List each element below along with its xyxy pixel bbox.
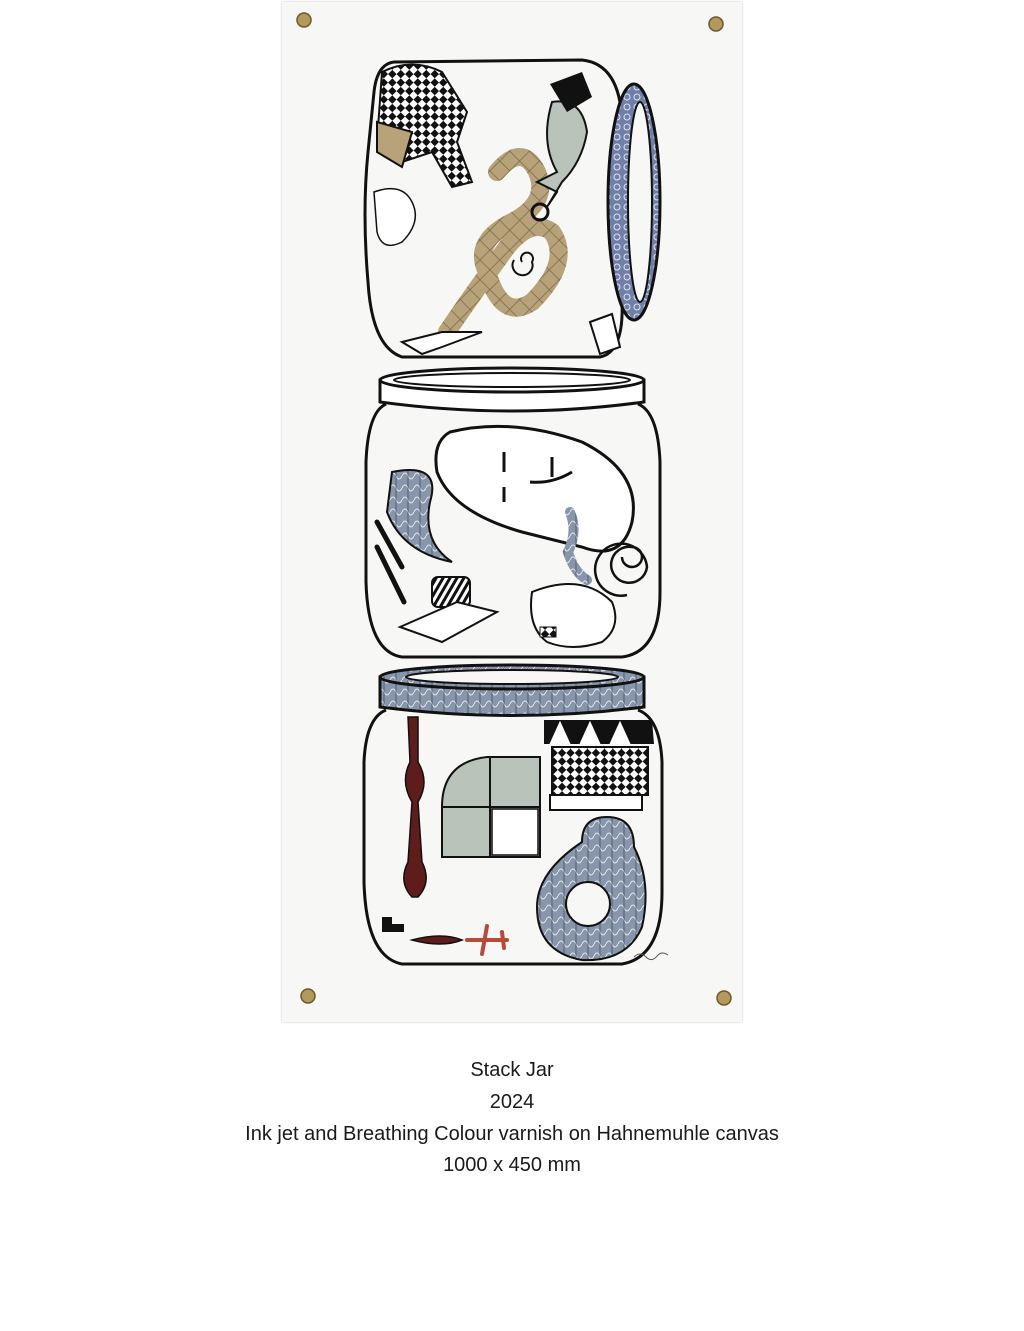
bottom-jar	[362, 663, 669, 966]
artwork-dimensions: 1000 x 450 mm	[443, 1154, 581, 1176]
brass-pin-icon	[296, 12, 732, 1006]
artwork-medium: Ink jet and Breathing Colour varnish on …	[245, 1123, 779, 1145]
artwork-title: Stack Jar	[470, 1059, 554, 1081]
middle-jar	[364, 366, 662, 659]
top-jar	[363, 58, 662, 359]
artwork-year: 2024	[489, 1091, 535, 1113]
artwork-canvas	[282, 2, 742, 1022]
